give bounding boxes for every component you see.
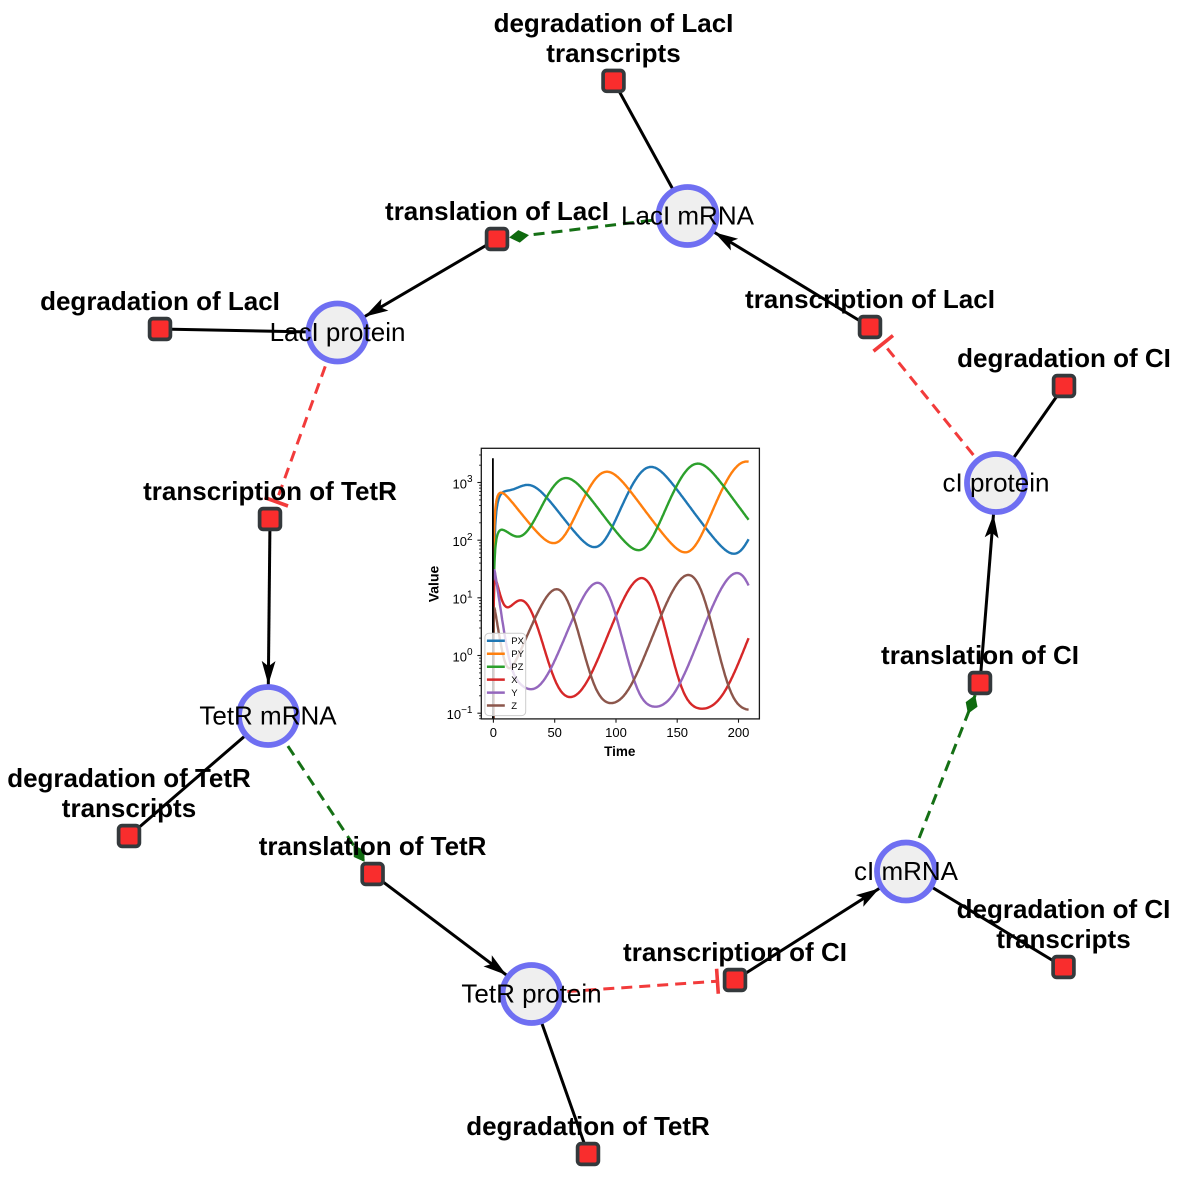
svg-text:100: 100 — [452, 647, 472, 664]
svg-text:degradation of LacI: degradation of LacI — [40, 286, 280, 316]
svg-text:translation of LacI: translation of LacI — [385, 196, 609, 226]
svg-text:101: 101 — [452, 590, 472, 607]
svg-text:100: 100 — [605, 725, 627, 740]
svg-text:TetR mRNA: TetR mRNA — [199, 701, 337, 731]
svg-text:150: 150 — [666, 725, 688, 740]
svg-text:transcription of CI: transcription of CI — [623, 937, 847, 967]
svg-text:degradation of LacI: degradation of LacI — [494, 8, 734, 38]
svg-text:Y: Y — [511, 688, 518, 699]
svg-text:transcripts: transcripts — [546, 38, 680, 68]
svg-text:TetR protein: TetR protein — [461, 979, 601, 1009]
svg-text:X: X — [511, 675, 518, 686]
svg-text:0: 0 — [490, 725, 497, 740]
svg-text:transcription of TetR: transcription of TetR — [143, 476, 397, 506]
svg-text:degradation of TetR: degradation of TetR — [7, 763, 251, 793]
svg-text:degradation of CI: degradation of CI — [957, 343, 1171, 373]
svg-text:transcription of LacI: transcription of LacI — [745, 284, 995, 314]
svg-text:10−1: 10−1 — [447, 705, 473, 722]
svg-text:200: 200 — [728, 725, 750, 740]
svg-text:Value: Value — [426, 566, 442, 603]
svg-text:PX: PX — [511, 636, 524, 647]
svg-text:LacI protein: LacI protein — [270, 317, 406, 347]
svg-text:103: 103 — [452, 474, 472, 491]
svg-text:Z: Z — [511, 701, 517, 712]
svg-text:Time: Time — [604, 744, 636, 759]
svg-text:LacI mRNA: LacI mRNA — [621, 201, 755, 231]
svg-text:transcripts: transcripts — [996, 924, 1130, 954]
svg-text:102: 102 — [452, 532, 472, 549]
svg-text:degradation of CI: degradation of CI — [957, 894, 1171, 924]
svg-text:cI protein: cI protein — [943, 468, 1050, 498]
svg-text:cI mRNA: cI mRNA — [854, 856, 959, 886]
svg-text:translation of CI: translation of CI — [881, 640, 1079, 670]
svg-text:transcripts: transcripts — [62, 793, 196, 823]
svg-text:degradation of TetR: degradation of TetR — [466, 1111, 710, 1141]
svg-text:translation of TetR: translation of TetR — [259, 831, 487, 861]
svg-text:50: 50 — [547, 725, 561, 740]
svg-text:PZ: PZ — [511, 662, 523, 673]
svg-text:PY: PY — [511, 649, 524, 660]
